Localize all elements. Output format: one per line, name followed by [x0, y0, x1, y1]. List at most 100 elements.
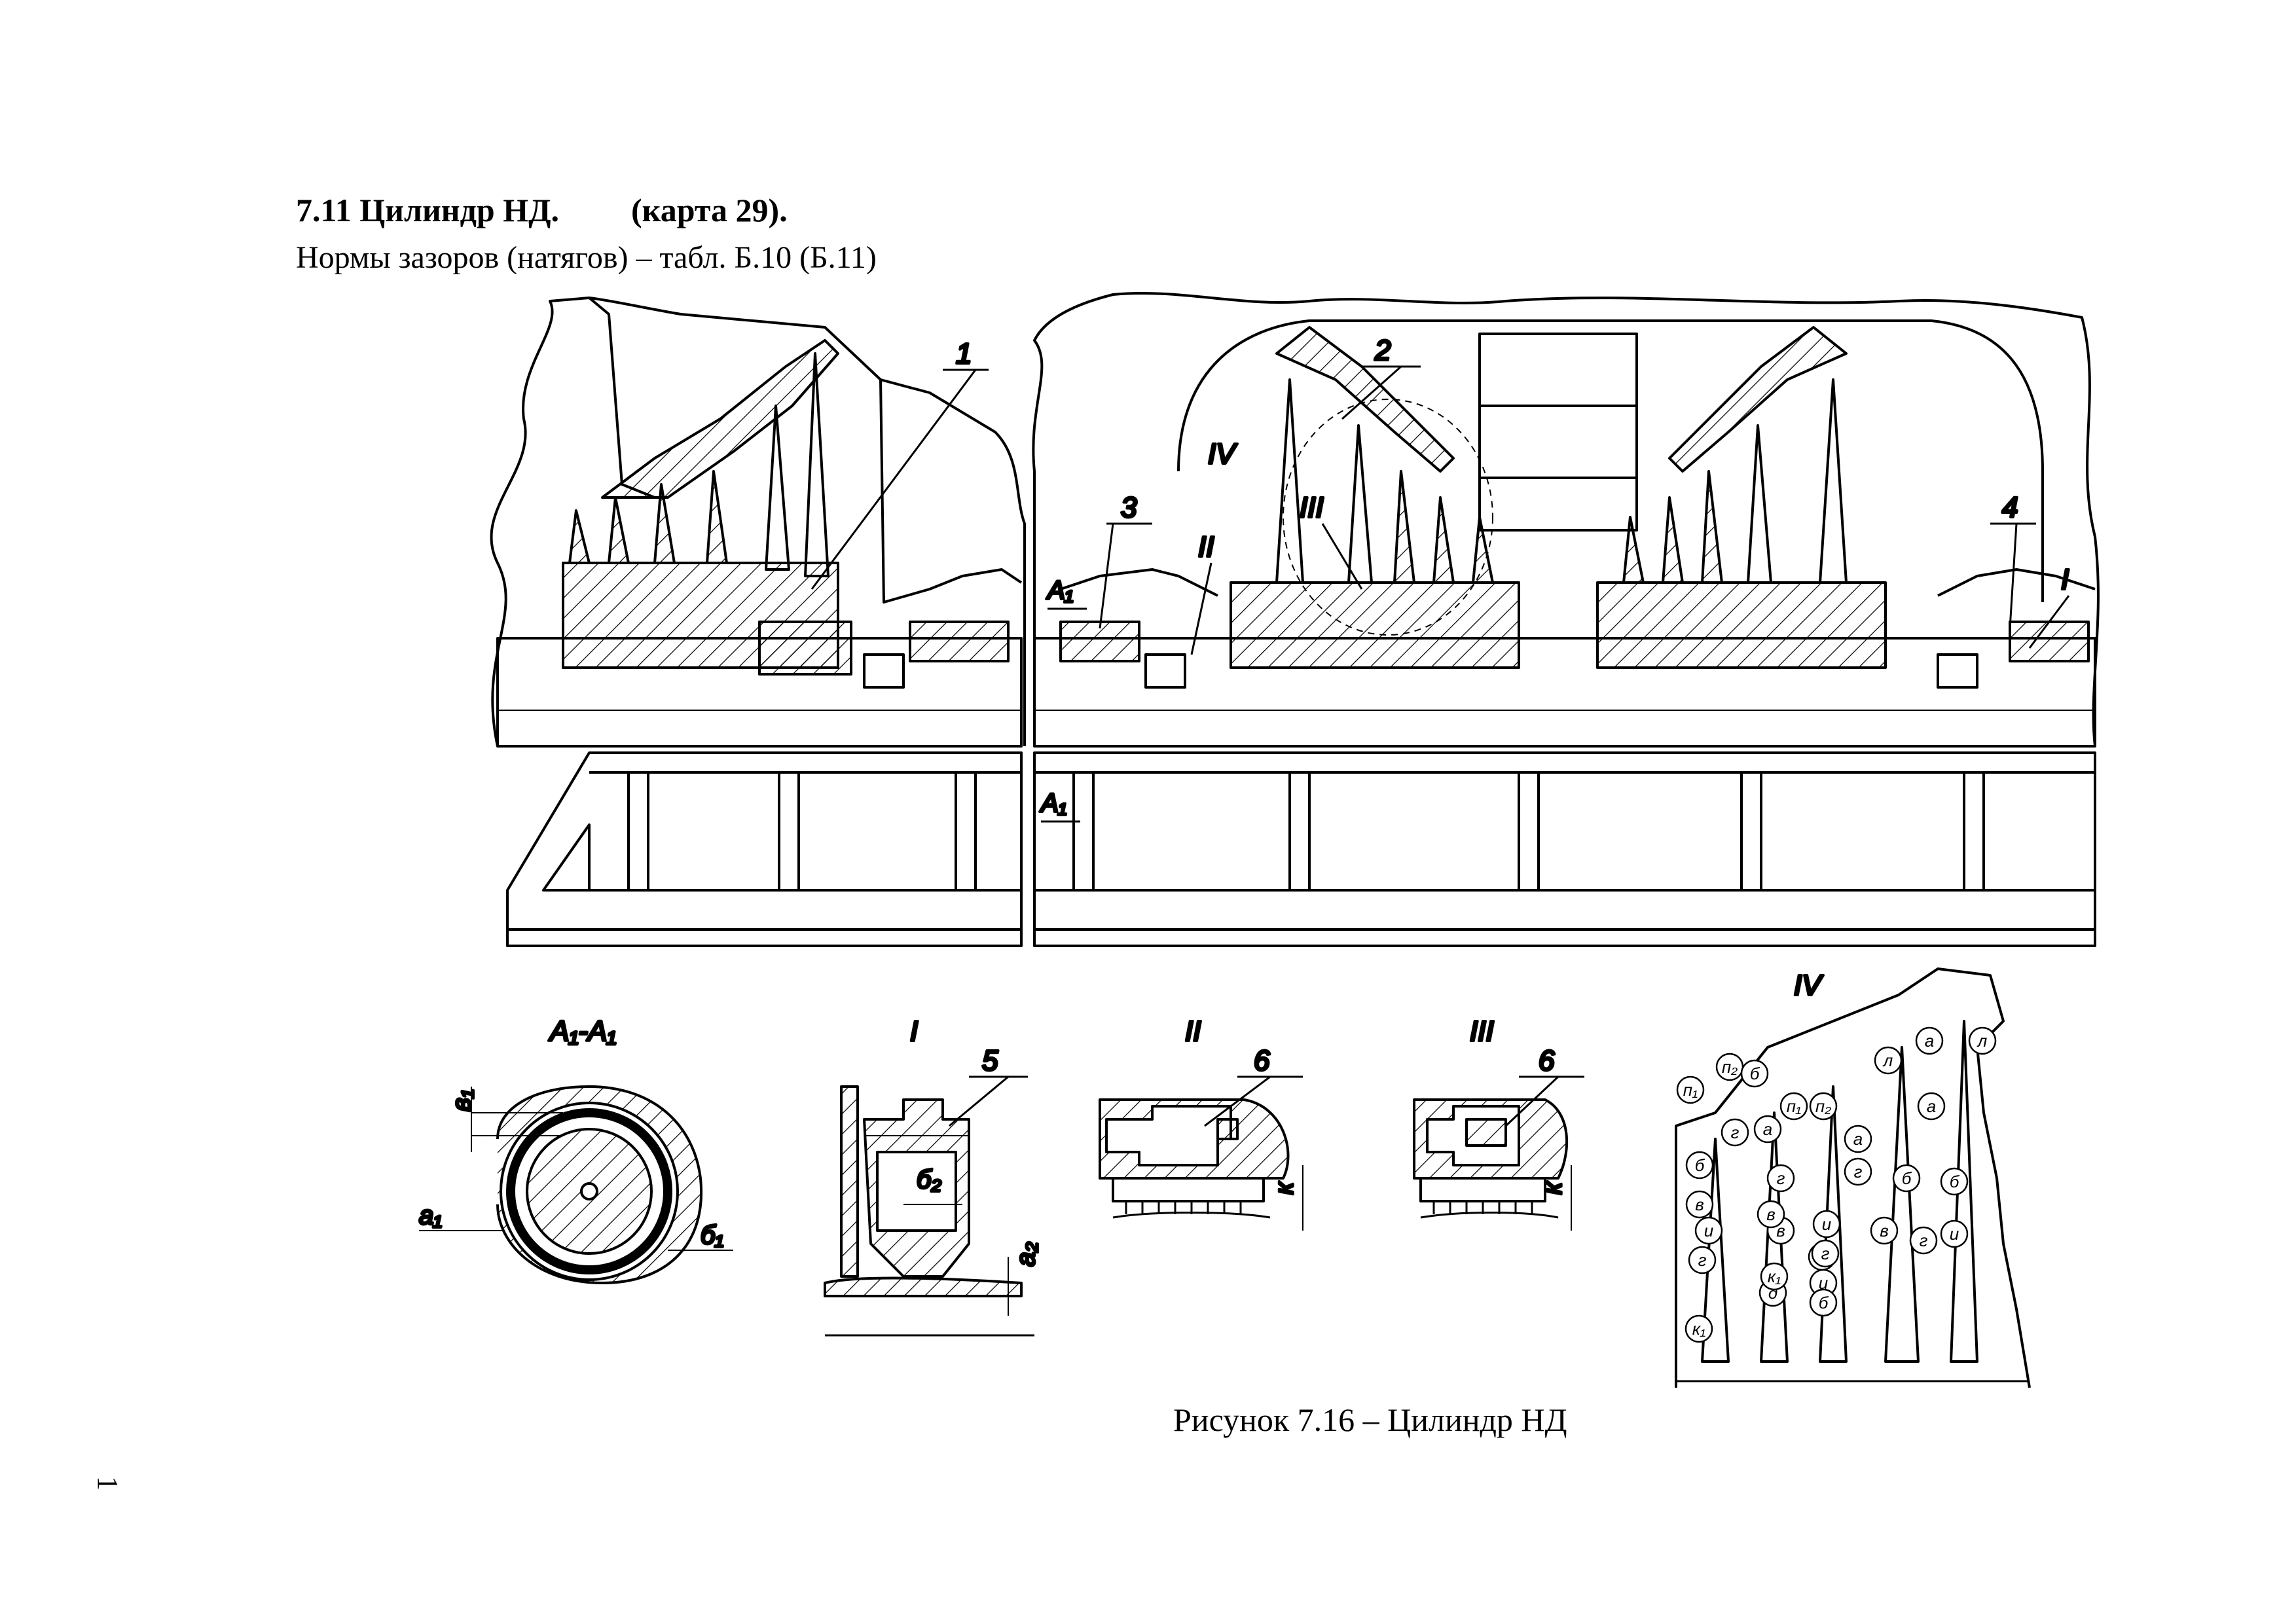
hub-right-left-flow	[1230, 581, 1520, 669]
frame-right-post-3	[1518, 771, 1540, 892]
detail-iv-marker-circle	[1721, 1118, 1749, 1147]
leader-6a	[1204, 1075, 1271, 1127]
detail-iv-marker-circle	[1685, 1151, 1714, 1180]
break-line-left	[490, 297, 1026, 747]
detail-iv-marker-label: п₂	[1815, 1096, 1831, 1116]
detail-iv-marker-label: и	[1819, 1273, 1828, 1293]
detail-iv-marker-circle	[1940, 1219, 1969, 1248]
frame-left-window	[542, 823, 591, 892]
detail-iv-marker-circle	[1779, 1092, 1808, 1121]
detail-iv-marker-circle	[1874, 1046, 1903, 1075]
detail-iv-marker-label: в	[1695, 1195, 1704, 1214]
map-reference: (карта 29).	[631, 192, 788, 228]
detail-iv-marker-label: а	[1853, 1129, 1863, 1149]
blades-left	[568, 352, 829, 577]
exhaust-wall-right-a	[1060, 568, 1218, 597]
detail-iv-marker-label: а	[1925, 1031, 1934, 1051]
frame-left-post-1	[627, 771, 649, 892]
detail-iv-marker-label: к₁	[1692, 1319, 1705, 1339]
detail-iv-marker-label: а	[1763, 1119, 1772, 1139]
callout-2: 2	[1374, 334, 1391, 367]
section-title: 7.11 Цилиндр НД.	[296, 192, 560, 228]
detail-iv-marker-label: и	[1704, 1221, 1713, 1240]
detail-II-shaft	[1112, 1212, 1271, 1219]
detail-a1-a1: A₁-A₁ в₁ а₁ б₁	[418, 1014, 733, 1284]
detail-iv-marker-circle	[1753, 1115, 1782, 1144]
bearing-left	[909, 621, 1010, 662]
dim-label-b1: б₁	[701, 1221, 723, 1250]
frame-right-post-4	[1740, 771, 1762, 892]
view-mark-III: III	[1300, 492, 1324, 524]
seal-right-b	[1937, 653, 1978, 689]
view-mark-IV: IV	[1208, 438, 1237, 470]
dim-label-k-II: к	[1270, 1181, 1299, 1195]
detail-iv-marker-circle	[1870, 1216, 1899, 1245]
detail-iv-marker-circle	[1917, 1092, 1946, 1121]
detail-iv-marker-label: в	[1880, 1221, 1889, 1240]
detail-iv-marker-label: л	[1882, 1051, 1893, 1070]
detail-iv-marker-label: г	[1821, 1244, 1830, 1263]
bearing-right-b	[2009, 621, 2090, 662]
detail-iv-marker-label: и	[1950, 1224, 1959, 1244]
callout-1: 1	[956, 338, 972, 370]
detail-iv-marker-circle	[1809, 1092, 1838, 1121]
break-line-right	[1032, 291, 2100, 747]
callout-4: 4	[2002, 492, 2018, 524]
section-mark-A1-lower: A₁	[1040, 789, 1066, 818]
leader-II	[1190, 562, 1212, 655]
detail-III-ring	[1419, 1177, 1546, 1202]
detail-III-seal-block	[1465, 1118, 1507, 1147]
detail-IV-markers: лалп₁п₂бп₁п₂ааагбббгггбвививигвгидк₁бк₁	[1676, 1026, 1997, 1343]
casing-outer-left	[588, 297, 655, 499]
detail-II-ring	[1112, 1177, 1265, 1202]
detail-iv-marker-label: г	[1777, 1168, 1785, 1188]
detail-III-teeth	[1432, 1201, 1533, 1214]
callout-3: 3	[1121, 492, 1137, 524]
detail-I-wall	[840, 1085, 859, 1278]
leader-2	[1341, 365, 1402, 420]
detail-iv-marker-label: б	[1950, 1172, 1960, 1191]
diaphragm-left	[601, 339, 839, 499]
exhaust-wall-right-b	[1937, 568, 2096, 597]
detail-iv-marker-label: г	[1920, 1231, 1928, 1250]
detail-iv-marker-label: и	[1822, 1214, 1831, 1234]
hub-section-left	[758, 621, 852, 676]
detail-iv-marker-circle	[1968, 1026, 1997, 1055]
detail-I-seal-chamber	[876, 1151, 957, 1232]
clearance-norms-line: Нормы зазоров (натягов) – табл. Б.10 (Б.…	[296, 240, 877, 275]
detail-iv-marker-circle	[1694, 1216, 1723, 1245]
detail-iv-marker-circle	[1892, 1164, 1921, 1193]
detail-iv-marker-circle	[1766, 1164, 1795, 1193]
leader-I	[2028, 595, 2070, 649]
casing-hood	[1177, 319, 2044, 602]
detail-iv-marker-label: г	[1731, 1123, 1740, 1142]
detail-III: III 6 к	[1413, 1014, 1584, 1231]
seal-left	[863, 653, 905, 689]
detail-iv-marker-circle	[1757, 1200, 1785, 1229]
detail-iv-marker-circle	[1909, 1226, 1938, 1255]
dim-label-b2: б₂	[917, 1165, 941, 1194]
detail-IV-circle	[1283, 399, 1493, 636]
detail-I: I 5 б₂ а₂	[824, 1014, 1042, 1337]
diaphragm-right-b	[1668, 326, 1848, 473]
callout-6b: 6	[1539, 1045, 1555, 1077]
frame-right-post-1	[1072, 771, 1095, 892]
inlet-chamber	[1478, 333, 1638, 532]
detail-II-seal-block	[1216, 1118, 1239, 1140]
detail-iv-marker-label: а	[1927, 1096, 1936, 1116]
detail-III-shaft	[1420, 1212, 1559, 1219]
foundation-frame: A₁	[506, 751, 2096, 947]
callout-5: 5	[982, 1045, 998, 1077]
detail-iv-marker-circle	[1676, 1075, 1705, 1104]
section-mark-A1-upper: A₁	[1046, 576, 1073, 605]
leader-1	[811, 369, 977, 590]
detail-iv-marker-circle	[1685, 1314, 1713, 1343]
hub-right-right-flow	[1596, 581, 1887, 669]
dim-label-v1: в₁	[447, 1090, 476, 1112]
page-number: 1	[92, 1476, 124, 1490]
leader-3	[1099, 523, 1114, 629]
detail-title-IV: IV	[1794, 969, 1823, 1001]
frame-left-post-3	[955, 771, 977, 892]
frame-right-post-2	[1288, 771, 1311, 892]
